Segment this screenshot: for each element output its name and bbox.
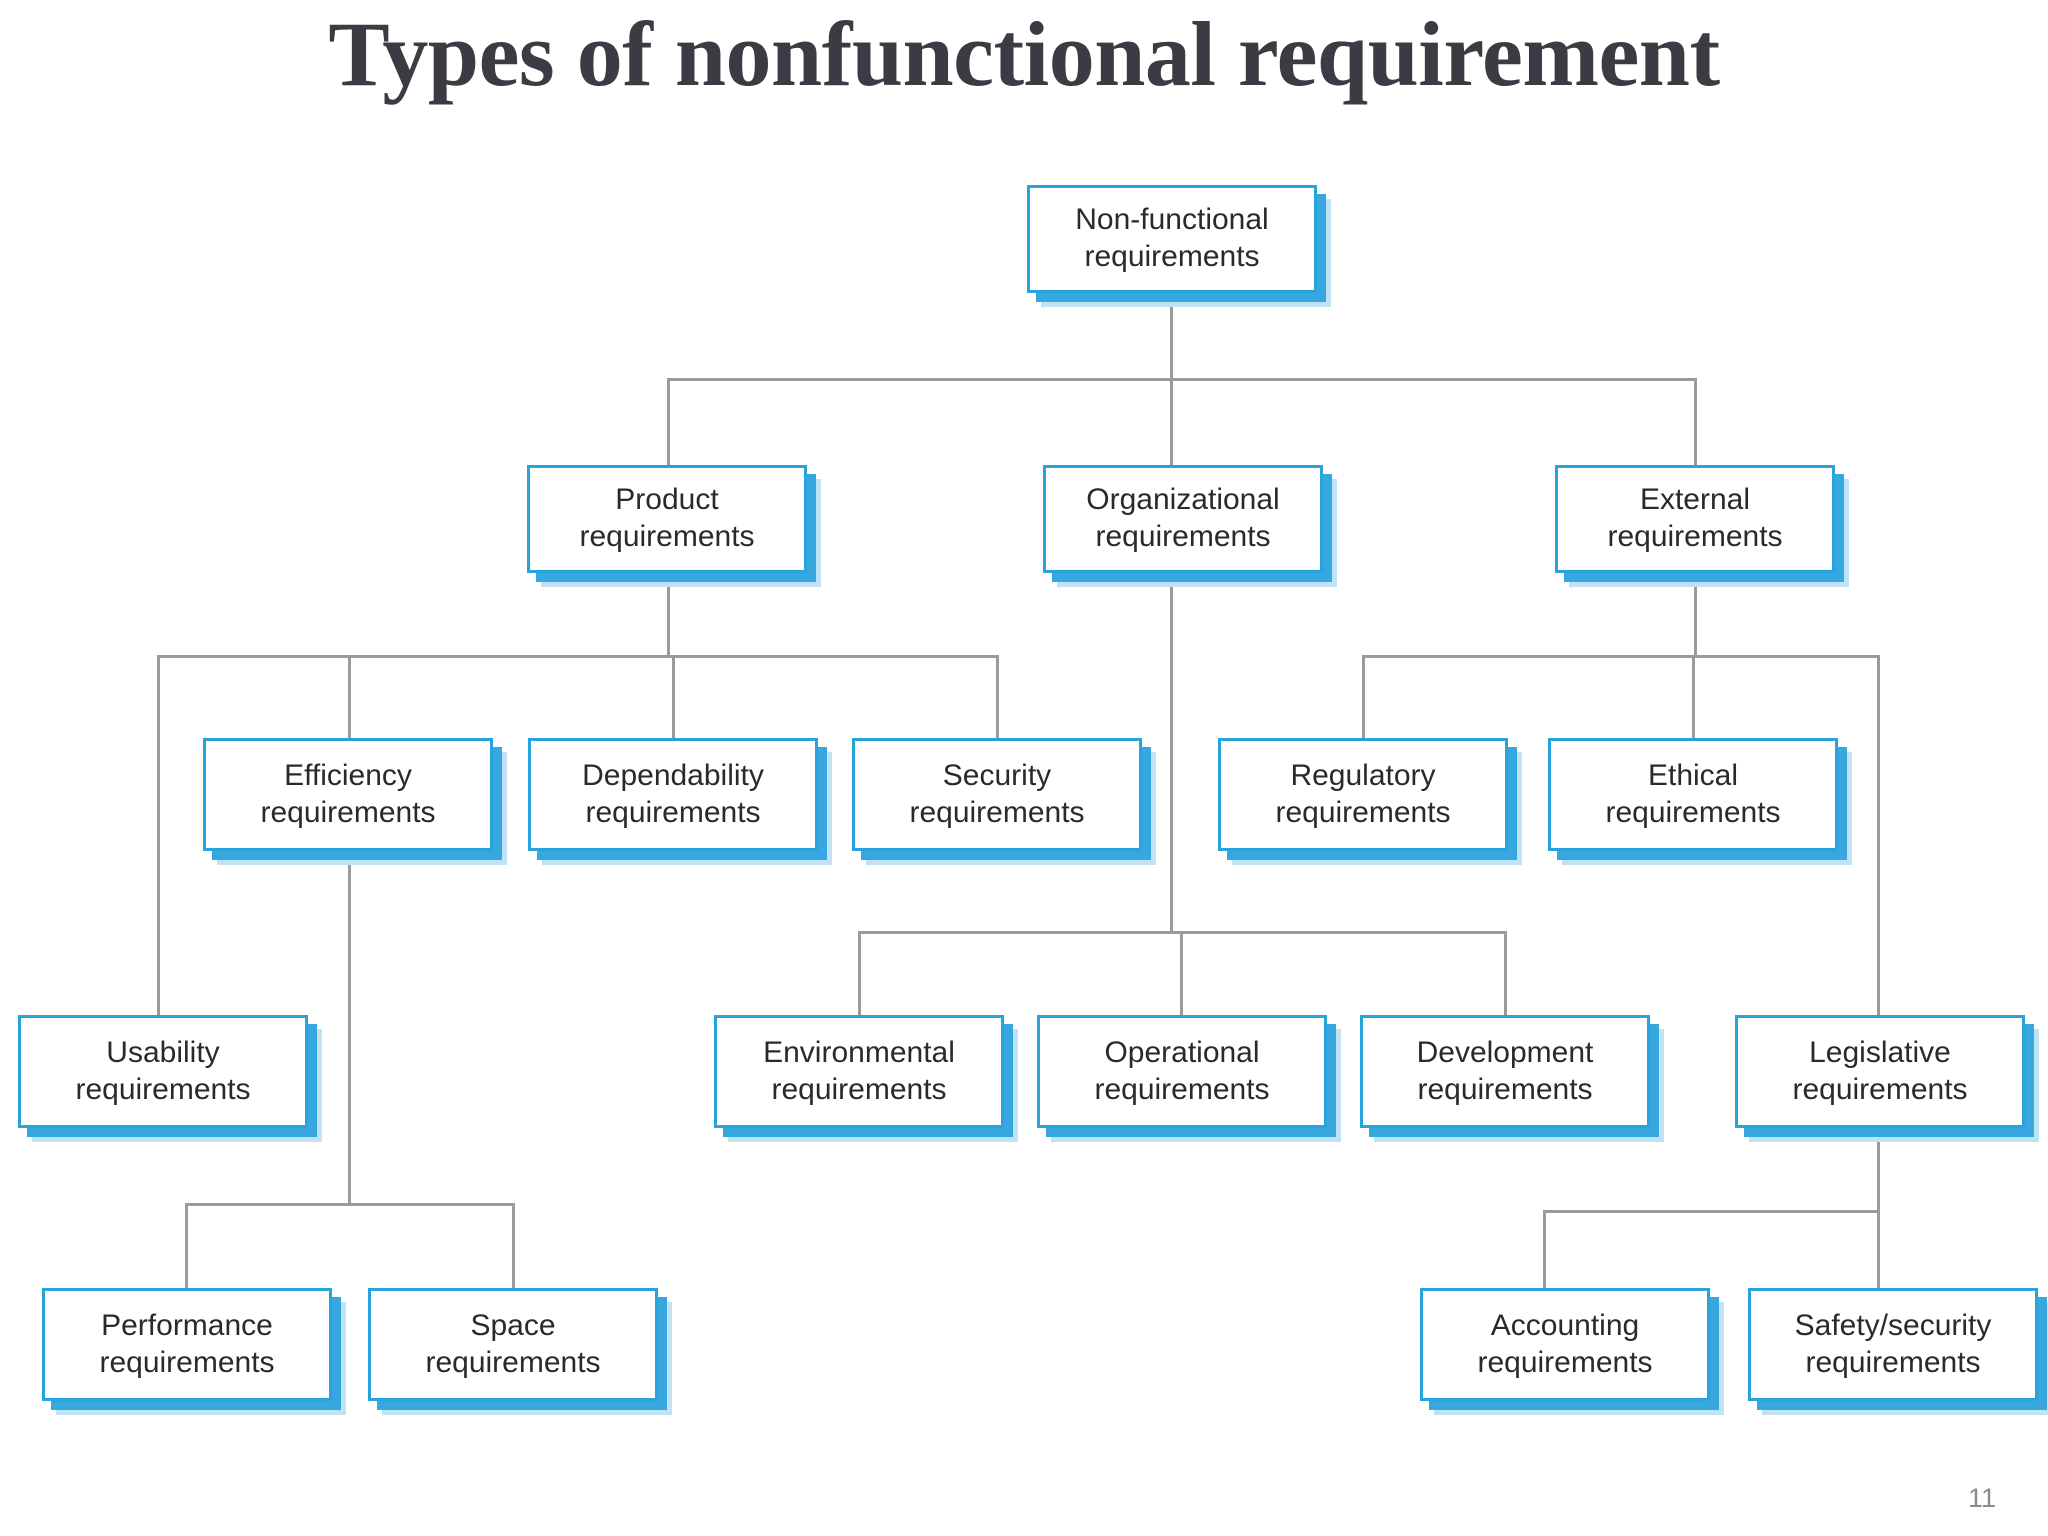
connector-drop-safety-security bbox=[1877, 1210, 1880, 1290]
node-safety-security[interactable]: Safety/security requirements bbox=[1748, 1288, 2038, 1401]
connector-product-stem bbox=[667, 573, 670, 658]
node-label-environmental: Environmental requirements bbox=[763, 1035, 955, 1106]
node-external[interactable]: External requirements bbox=[1555, 465, 1835, 573]
node-label-performance: Performance requirements bbox=[99, 1308, 275, 1379]
node-development[interactable]: Development requirements bbox=[1360, 1015, 1650, 1128]
connector-level1-bus bbox=[667, 378, 1697, 381]
node-organizational[interactable]: Organizational requirements bbox=[1043, 465, 1323, 573]
connector-drop-efficiency bbox=[348, 655, 351, 740]
node-label-organizational: Organizational requirements bbox=[1086, 483, 1280, 553]
connector-product-bus bbox=[157, 655, 999, 658]
node-regulatory[interactable]: Regulatory requirements bbox=[1218, 738, 1508, 851]
connector-efficiency-stem bbox=[348, 851, 351, 1206]
node-space[interactable]: Space requirements bbox=[368, 1288, 658, 1401]
connector-drop-dependability bbox=[672, 655, 675, 740]
node-label-usability: Usability requirements bbox=[75, 1035, 251, 1106]
node-label-product: Product requirements bbox=[579, 483, 755, 553]
connector-legislative-stem bbox=[1877, 1128, 1880, 1210]
node-label-legislative: Legislative requirements bbox=[1792, 1035, 1968, 1106]
node-label-dependability: Dependability requirements bbox=[582, 758, 764, 829]
node-label-efficiency: Efficiency requirements bbox=[260, 758, 436, 829]
node-performance[interactable]: Performance requirements bbox=[42, 1288, 332, 1401]
node-legislative[interactable]: Legislative requirements bbox=[1735, 1015, 2025, 1128]
node-label-security: Security requirements bbox=[909, 758, 1085, 829]
connector-external-bus bbox=[1362, 655, 1878, 658]
node-label-external: External requirements bbox=[1607, 483, 1783, 553]
connector-drop-external bbox=[1694, 378, 1697, 465]
connector-drop-security bbox=[996, 655, 999, 740]
connector-drop-regulatory bbox=[1362, 655, 1365, 740]
connector-drop-usability bbox=[157, 655, 160, 1017]
node-label-ethical: Ethical requirements bbox=[1605, 758, 1781, 829]
connector-drop-development bbox=[1504, 931, 1507, 1016]
node-product[interactable]: Product requirements bbox=[527, 465, 807, 573]
node-label-safety-security: Safety/security requirements bbox=[1794, 1308, 1992, 1379]
node-environmental[interactable]: Environmental requirements bbox=[714, 1015, 1004, 1128]
slide-page-number: 11 bbox=[1967, 1483, 1996, 1513]
node-label-regulatory: Regulatory requirements bbox=[1275, 758, 1451, 829]
node-accounting[interactable]: Accounting requirements bbox=[1420, 1288, 1710, 1401]
node-usability[interactable]: Usability requirements bbox=[18, 1015, 308, 1128]
connector-drop-product bbox=[667, 378, 670, 465]
node-operational[interactable]: Operational requirements bbox=[1037, 1015, 1327, 1128]
node-label-development: Development requirements bbox=[1416, 1035, 1594, 1106]
connector-organizational-stem bbox=[1170, 573, 1173, 931]
connector-root-stem bbox=[1170, 293, 1173, 378]
node-non-functional[interactable]: Non-functional requirements bbox=[1027, 185, 1317, 293]
page-title: Types of nonfunctional requirement bbox=[328, 3, 1720, 105]
node-label-accounting: Accounting requirements bbox=[1477, 1308, 1653, 1379]
connector-drop-accounting bbox=[1543, 1210, 1546, 1290]
connector-drop-operational bbox=[1180, 931, 1183, 1016]
node-ethical[interactable]: Ethical requirements bbox=[1548, 738, 1838, 851]
connector-drop-ethical bbox=[1692, 655, 1695, 740]
node-label-operational: Operational requirements bbox=[1094, 1035, 1270, 1106]
node-label-non-functional: Non-functional requirements bbox=[1075, 203, 1269, 273]
node-label-space: Space requirements bbox=[425, 1308, 601, 1379]
connector-legislative-bus bbox=[1543, 1210, 1880, 1213]
connector-drop-organizational bbox=[1170, 378, 1173, 465]
node-efficiency[interactable]: Efficiency requirements bbox=[203, 738, 493, 851]
connector-drop-performance bbox=[185, 1203, 188, 1289]
connector-efficiency-bus bbox=[185, 1203, 515, 1206]
connector-external-stem bbox=[1694, 573, 1697, 658]
connector-drop-space bbox=[512, 1203, 515, 1289]
node-security[interactable]: Security requirements bbox=[852, 738, 1142, 851]
node-dependability[interactable]: Dependability requirements bbox=[528, 738, 818, 851]
connector-drop-legislative bbox=[1877, 655, 1880, 1017]
connector-drop-environmental bbox=[858, 931, 861, 1016]
